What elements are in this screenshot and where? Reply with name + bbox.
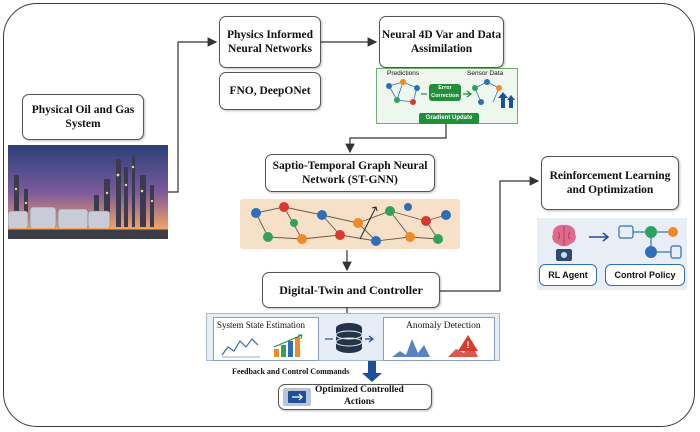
physical-system-line2: System [65, 118, 101, 130]
stgnn-line2: Network (ST-GNN) [302, 174, 398, 186]
rl-agent-badge: RL Agent [539, 264, 597, 286]
gradient-update-badge: Gradient Update [419, 113, 479, 124]
var4d-line2: Assimilation [410, 43, 473, 55]
sensor-data-label: Sensor Data [467, 70, 504, 77]
anomaly-charts-icon: ! [392, 335, 478, 357]
stgnn-graph-image [240, 199, 460, 249]
panel-arrows [421, 90, 472, 98]
stgnn-node: Saptio-Temporal Graph Neural Network (ST… [265, 154, 435, 192]
feedback-label: Feedback and Control Commands [232, 367, 350, 376]
rl-agent-label: RL Agent [548, 270, 588, 280]
correction-label: Correction [431, 93, 459, 99]
agent-icon [556, 249, 572, 261]
control-policy-badge: Control Policy [605, 264, 685, 286]
optimized-line1: Optimized Controlled [315, 385, 404, 396]
assimilation-panel: Predictions Sensor Data Error Correction… [376, 68, 518, 124]
error-label: Error [438, 85, 452, 91]
control-actions-icon [283, 388, 311, 406]
optimized-line2: Actions [344, 397, 375, 407]
predictions-label: Predictions [387, 70, 420, 77]
arrow-agent-to-policy [589, 232, 610, 242]
refinery-image [8, 145, 168, 239]
pinn-line1: Physics Informed [227, 28, 313, 41]
control-policy-label: Control Policy [614, 270, 676, 280]
svg-text:!: ! [467, 340, 470, 350]
arrow-4dvar-to-stgnn [345, 124, 447, 154]
sensor-graph [472, 79, 515, 108]
physical-system-node: Physical Oil and Gas System [22, 94, 144, 140]
brain-icon [552, 224, 576, 247]
database-icon [325, 323, 374, 353]
stgnn-line1: Saptio-Temporal Graph Neural [272, 159, 428, 172]
anomaly-detection-card: Anomaly Detection ! [383, 317, 495, 361]
rl-line1: Reinforcement Learning [549, 169, 671, 182]
digital-twin-label: Digital-Twin and Controller [279, 282, 423, 297]
arrow-digital-twin-to-rl [440, 176, 540, 292]
physical-system-line1: Physical Oil and Gas [31, 103, 135, 116]
digital-twin-panel: System State Estimation Anomaly Detectio… [206, 313, 500, 361]
feedback-arrow [362, 361, 382, 382]
arrow-photo-to-pinn [168, 37, 218, 193]
pinn-line2: Neural Networks [228, 43, 312, 55]
anomaly-detection-label: Anomaly Detection [406, 321, 481, 331]
digital-twin-node: Digital-Twin and Controller [262, 272, 440, 308]
prediction-graph [386, 79, 420, 105]
state-estimation-card: System State Estimation [213, 317, 319, 361]
policy-graph-icon [618, 225, 682, 259]
state-charts-icon [221, 334, 303, 358]
fno-deeponet-node: FNO, DeepONet [219, 72, 321, 110]
state-estimation-label: System State Estimation [217, 320, 305, 330]
gradient-update-label: Gradient Update [425, 115, 473, 121]
neural-4dvar-node: Neural 4D Var and Data Assimilation [379, 16, 504, 68]
pinn-node: Physics Informed Neural Networks [219, 16, 321, 68]
rl-line2: and Optimization [566, 184, 654, 196]
rl-panel: RL Agent Control Policy [537, 218, 687, 290]
var4d-line1: Neural 4D Var and Data [381, 28, 502, 41]
fno-label: FNO, DeepONet [229, 84, 311, 97]
error-correction-badge: Error Correction [429, 84, 461, 101]
rl-node: Reinforcement Learning and Optimization [541, 156, 679, 210]
